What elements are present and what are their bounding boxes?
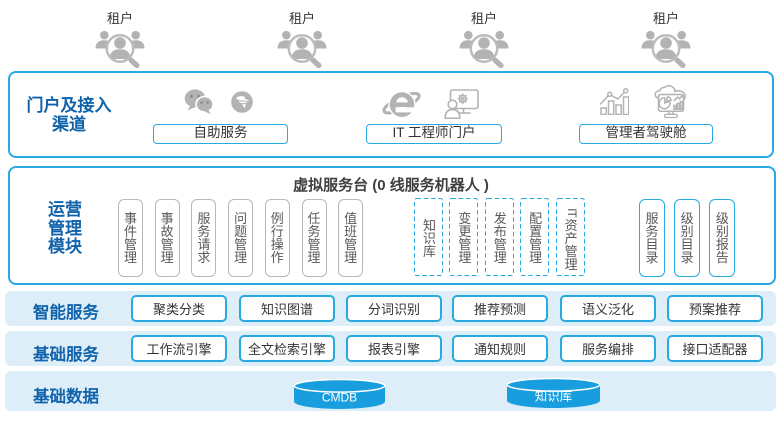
svg-text:知识库: 知识库 (535, 389, 573, 404)
svg-text:CMDB: CMDB (322, 391, 357, 405)
